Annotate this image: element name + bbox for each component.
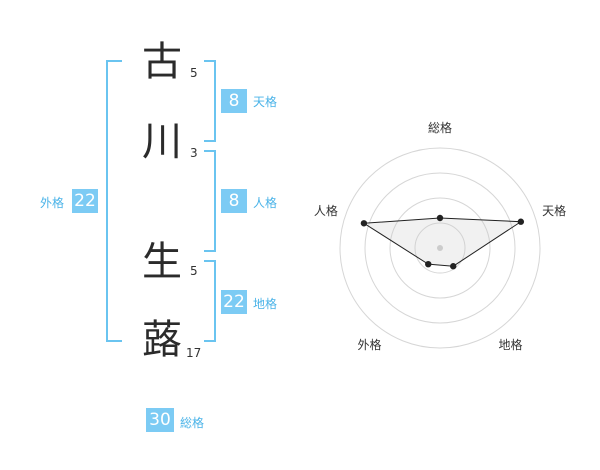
name-char-1: 古 <box>142 39 182 85</box>
radar-ring <box>414 222 466 274</box>
radar-point <box>450 263 457 270</box>
soukaku-label: 総格 <box>180 416 205 430</box>
name-char-2: 川 <box>142 119 182 165</box>
radar-axis-label: 外格 <box>357 337 381 352</box>
chikaku-bracket <box>204 260 216 342</box>
stroke-count-3: 5 <box>190 264 198 278</box>
radar-ring <box>389 197 491 299</box>
gaikaku-bracket <box>106 60 122 342</box>
radar-axis-label: 総格 <box>428 120 452 135</box>
tenkaku-value-box: 8 <box>221 89 247 113</box>
radar-ring <box>339 147 541 349</box>
jinkaku-label: 人格 <box>253 196 278 210</box>
radar-series-polygon <box>362 217 523 267</box>
tenkaku-bracket <box>204 60 216 142</box>
soukaku-value-box: 30 <box>146 408 174 432</box>
radar-point <box>425 260 432 268</box>
radar-axis-label: 地格 <box>499 337 523 352</box>
name-char-4: 蕗 <box>142 317 182 363</box>
stroke-count-2: 3 <box>190 146 198 160</box>
gaikaku-label: 外格 <box>40 196 65 210</box>
radar-point <box>517 218 525 225</box>
radar-ring <box>364 172 516 324</box>
chikaku-value-box: 22 <box>221 290 247 314</box>
radar-axis-label: 人格 <box>314 203 338 218</box>
radar-center-dot <box>437 245 443 251</box>
chikaku-label: 地格 <box>253 297 278 311</box>
stroke-count-4: 17 <box>186 346 202 360</box>
gaikaku-value-box: 22 <box>72 189 98 213</box>
tenkaku-label: 天格 <box>253 95 278 109</box>
radar-axis-label: 天格 <box>542 203 566 218</box>
stroke-count-1: 5 <box>190 66 198 80</box>
radar-point <box>436 214 444 222</box>
name-char-3: 生 <box>142 239 182 285</box>
radar-point <box>360 220 368 227</box>
jinkaku-value-box: 8 <box>221 189 247 213</box>
jinkaku-bracket <box>204 150 216 252</box>
